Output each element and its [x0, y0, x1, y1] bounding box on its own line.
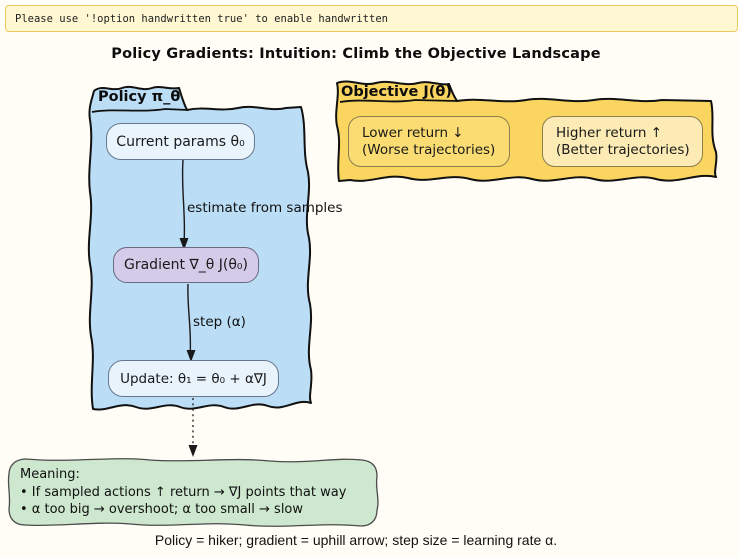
node-higher-return-line1: Higher return ↑	[556, 124, 663, 141]
node-current-params-text: Current params θ₀	[116, 133, 245, 150]
meaning-box-shape	[7, 458, 379, 527]
edge-estimate-line	[181, 159, 186, 244]
edge-step-line	[187, 283, 192, 357]
edge-step-arrowhead	[186, 350, 196, 362]
edge-estimate-arrowhead	[179, 238, 189, 250]
node-current-params: Current params θ₀	[106, 123, 255, 160]
node-gradient: Gradient ∇_θ J(θ₀)	[113, 247, 259, 283]
page-title: Policy Gradients: Intuition: Climb the O…	[111, 46, 601, 62]
objective-cluster-label: Objective J(θ)	[341, 84, 452, 100]
node-update-text: Update: θ₁ = θ₀ + α∇J	[120, 370, 267, 387]
node-lower-return: Lower return ↓ (Worse trajectories)	[348, 116, 510, 167]
meaning-title: Meaning:	[20, 467, 80, 482]
node-gradient-text: Gradient ∇_θ J(θ₀)	[124, 257, 248, 273]
edge-label-estimate: estimate from samples	[187, 200, 343, 216]
policy-tab-underline	[91, 108, 189, 113]
objective-tab-underline	[339, 99, 458, 103]
node-lower-return-line2: (Worse trajectories)	[362, 141, 496, 158]
meaning-bullet-2: • α too big → overshoot; α too small → s…	[20, 502, 304, 517]
edge-meaning-arrowhead	[188, 445, 198, 457]
node-lower-return-line1: Lower return ↓	[362, 124, 464, 141]
node-higher-return: Higher return ↑ (Better trajectories)	[542, 116, 703, 167]
diagram-caption: Policy = hiker; gradient = uphill arrow;…	[154, 532, 558, 548]
banner-text: Please use '!option handwritten true' to…	[15, 12, 388, 25]
node-update: Update: θ₁ = θ₀ + α∇J	[108, 360, 279, 397]
policy-cluster-label: Policy π_θ	[98, 89, 181, 105]
meaning-box: Meaning: • If sampled actions ↑ return →…	[8, 459, 378, 527]
handwritten-option-banner: Please use '!option handwritten true' to…	[5, 5, 738, 32]
node-higher-return-line2: (Better trajectories)	[556, 141, 690, 158]
meaning-bullet-1: • If sampled actions ↑ return → ∇J point…	[20, 484, 347, 500]
edge-label-step: step (α)	[193, 314, 246, 330]
